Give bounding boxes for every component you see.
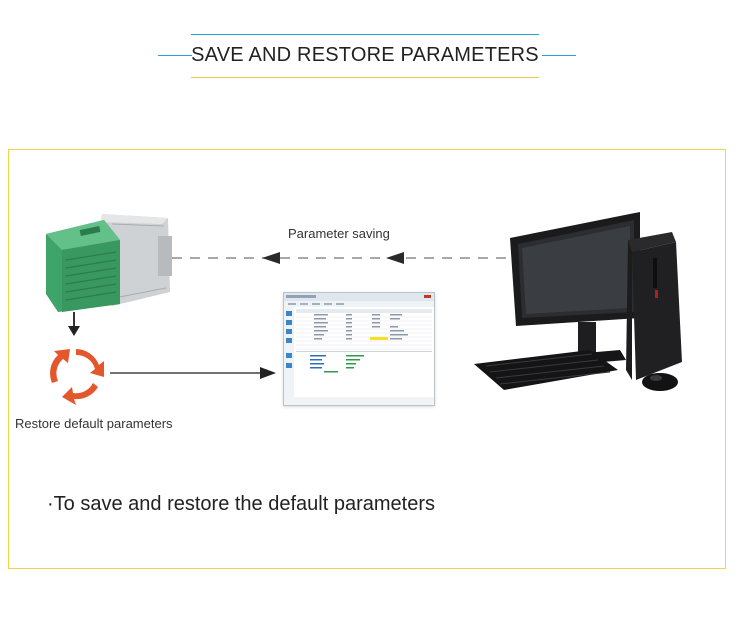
- desktop-computer-icon: [474, 212, 682, 391]
- dashed-arrowhead-2: [386, 252, 404, 264]
- page-title: SAVE AND RESTORE PARAMETERS: [191, 44, 539, 66]
- restore-default-label: Restore default parameters: [15, 416, 173, 431]
- title-line-right: [542, 55, 576, 56]
- dashed-arrowhead-1: [262, 252, 280, 264]
- restore-arrowhead: [260, 367, 276, 379]
- motor-down-arrowhead: [68, 326, 80, 336]
- bullet-description: ·To save and restore the default paramet…: [47, 493, 435, 515]
- title-box: SAVE AND RESTORE PARAMETERS: [191, 34, 539, 78]
- parameter-saving-label: Parameter saving: [288, 226, 390, 241]
- title-line-left: [158, 55, 192, 56]
- servo-motor-icon: [46, 214, 172, 312]
- title-banner: SAVE AND RESTORE PARAMETERS: [158, 34, 576, 78]
- software-window-graphic: [284, 293, 434, 405]
- software-window-icon: [283, 292, 435, 406]
- restore-cycle-icon: [50, 349, 104, 405]
